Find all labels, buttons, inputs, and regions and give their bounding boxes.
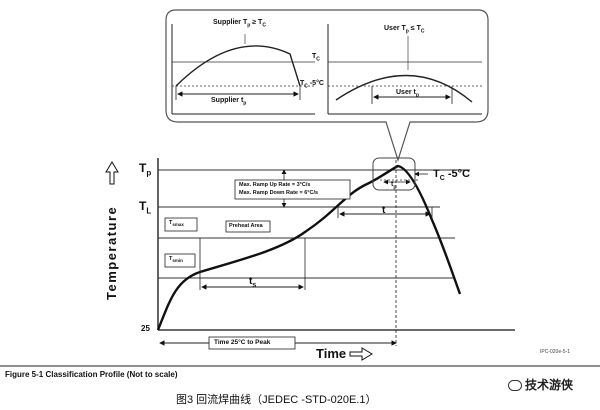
ts-label: ts [249,276,257,289]
time-arrow-icon [349,347,373,361]
tl-label: TL [139,199,152,216]
supplier-title: Supplier Tp ≥ TC [213,19,266,29]
time-to-peak-label: Time 25°C to Peak [214,339,271,346]
preheat-label: Preheat Area [229,223,263,229]
chinese-caption: 图3 回流焊曲线（JEDEC -STD-020E.1） [176,394,377,406]
inset-user-chart [327,24,482,115]
tsmax-label: Tsmax [169,220,184,228]
user-tp-label: User tp [396,89,419,99]
temperature-arrow-icon [105,161,119,185]
main-axes [157,158,515,331]
ramp-up-label: Max. Ramp Up Rate = 3°C/s [239,182,311,188]
temperature-axis-title: Temperature [104,205,119,300]
ramp-box [234,179,351,200]
y-start-label: 25 [141,324,150,333]
supplier-tp-label: Supplier tp [211,97,247,107]
time-to-peak-box [208,336,296,350]
inset-callout-frame [165,9,489,162]
tp-label: Tp [139,161,152,178]
source-logo: 技术游侠 [508,376,573,393]
inset-tc-minus-label: TC -5°C [300,80,324,90]
preheat-box [225,220,271,233]
figure-ref: IPC-020e-5-1 [540,349,571,355]
tsmin-label: Tsmin [169,256,183,264]
time-axis-title: Time [316,346,347,361]
ramp-down-label: Max. Ramp Down Rate = 6°C/s [239,190,319,196]
reference-lines [158,169,470,279]
inset-tc-label: TC [312,53,320,63]
tc5-label: TC -5°C [433,168,470,183]
chat-bubble-icon [508,380,522,392]
tsmax-box [164,217,198,232]
tsmin-box [164,253,196,268]
figure-caption: Figure 5-1 Classification Profile (Not t… [5,370,178,379]
user-title: User Tp ≤ TC [384,25,425,35]
t-label: t [382,205,386,216]
inset-supplier-chart [171,24,315,115]
tp-small-label: tp [391,181,397,191]
